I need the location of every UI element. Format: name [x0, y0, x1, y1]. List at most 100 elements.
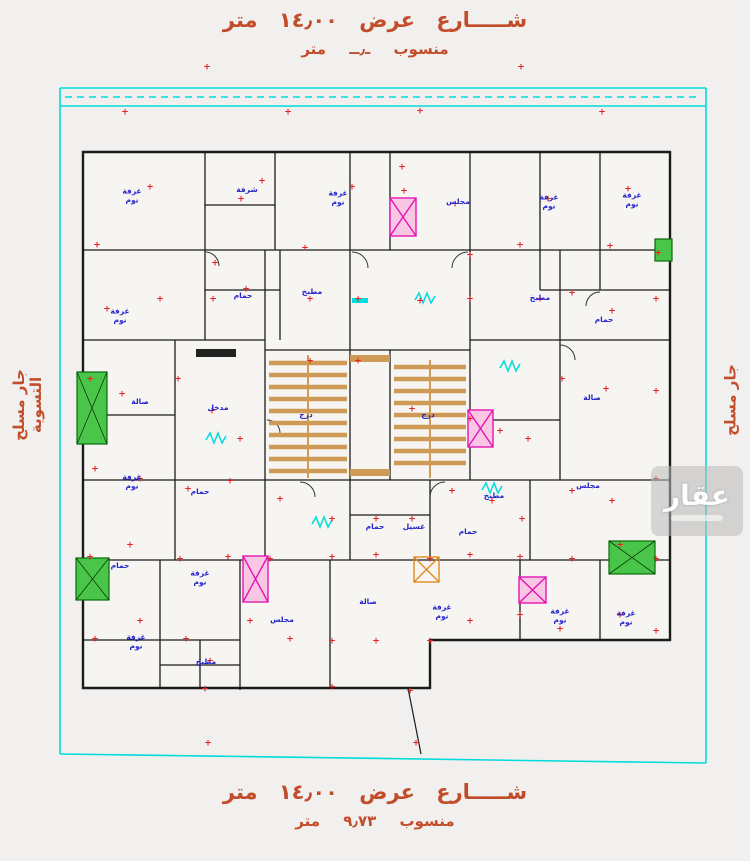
dimension-mark: + — [184, 484, 192, 495]
outer-walls — [81, 150, 672, 690]
dimension-mark: + — [652, 294, 660, 305]
dimension-mark: + — [328, 552, 336, 563]
dimension-mark: + — [201, 684, 209, 695]
dimension-mark: + — [354, 294, 362, 305]
watermark-subline — [671, 515, 723, 521]
dimension-mark: + — [246, 616, 254, 627]
dimension-mark: + — [416, 296, 424, 307]
dimension-mark: + — [328, 514, 336, 525]
dimension-mark: + — [536, 294, 544, 305]
green-unit-hatch — [75, 371, 656, 601]
dimension-mark: + — [136, 474, 144, 485]
dimension-mark: + — [146, 182, 154, 193]
dimension-mark: + — [558, 374, 566, 385]
room-label: مطبخ — [195, 656, 217, 666]
dimension-mark: + — [466, 616, 474, 627]
dimension-mark: + — [426, 554, 434, 565]
dimension-mark: + — [328, 682, 336, 693]
dimension-mark: + — [516, 610, 524, 621]
room-label: مطبخ — [529, 292, 551, 302]
dimension-mark: + — [328, 636, 336, 647]
dimension-mark: + — [301, 243, 309, 254]
dimension-mark: + — [209, 294, 217, 305]
dimension-mark: + — [466, 414, 474, 425]
dimension-mark: + — [398, 162, 406, 173]
dimension-mark: + — [174, 374, 182, 385]
dimension-mark: + — [516, 552, 524, 563]
dimension-mark: + — [518, 514, 526, 525]
dimension-mark: + — [372, 550, 380, 561]
dimension-mark: + — [204, 738, 212, 749]
dimension-mark: + — [568, 288, 576, 299]
dimension-mark: + — [517, 62, 525, 73]
dimension-mark: + — [406, 686, 414, 697]
dimension-mark: + — [426, 636, 434, 647]
neighbor-label-right: جار مسلح — [721, 364, 740, 436]
dimension-mark: + — [211, 258, 219, 269]
dimension-mark: + — [103, 304, 111, 315]
room-label: حمام — [365, 521, 385, 531]
dimension-mark: + — [616, 610, 624, 621]
ramp-line — [407, 687, 422, 755]
dimension-mark: + — [203, 62, 211, 73]
neighbor-label-left-line2: التسوية — [27, 376, 45, 434]
dimension-mark: + — [496, 426, 504, 437]
room-label: مجلس — [576, 480, 600, 490]
dimension-mark: + — [524, 434, 532, 445]
level-label-top: منسوب ـ٫ــ متر — [301, 40, 449, 58]
dimension-mark: + — [416, 106, 424, 117]
dimension-mark: + — [568, 486, 576, 497]
room-label: غسيل — [402, 521, 426, 531]
dimension-mark: + — [182, 634, 190, 645]
dimension-mark: + — [266, 554, 274, 565]
dimension-mark: + — [372, 636, 380, 647]
dimension-mark: + — [372, 514, 380, 525]
dimension-mark: + — [606, 241, 614, 252]
watermark: عقار — [651, 466, 743, 536]
dimension-mark: + — [258, 176, 266, 187]
dimension-mark: + — [598, 107, 606, 118]
room-label: مطبخ — [483, 490, 505, 500]
dimension-mark: + — [556, 624, 564, 635]
room-label: حمام — [458, 526, 478, 536]
dimension-mark: + — [224, 552, 232, 563]
watermark-text: عقار — [664, 479, 730, 512]
dimension-mark: + — [544, 194, 552, 205]
dimension-mark: + — [242, 284, 250, 295]
inner-walls — [83, 152, 670, 690]
dimension-mark: + — [451, 199, 459, 210]
dimension-mark: + — [118, 389, 126, 400]
stair-cores — [269, 355, 466, 478]
dimension-mark: + — [408, 404, 416, 415]
room-label: حمام — [594, 314, 614, 324]
dimension-mark: + — [208, 406, 216, 417]
dimension-mark: + — [354, 356, 362, 367]
dimension-mark: + — [408, 514, 416, 525]
dimension-mark: + — [616, 540, 624, 551]
room-label: حمام — [110, 560, 130, 570]
door-arcs — [204, 251, 601, 498]
room-label: درج — [421, 409, 435, 419]
dimension-mark: + — [654, 248, 662, 259]
room-label: صالة — [359, 596, 377, 606]
room-label: مطبخ — [301, 286, 323, 296]
dimension-mark: + — [466, 250, 474, 261]
dimension-mark: + — [284, 107, 292, 118]
dimension-mark: + — [86, 552, 94, 563]
street-label-bottom: شـــــارع عرض ١٤٫٠٠ متر — [222, 780, 528, 804]
dimension-mark: + — [306, 294, 314, 305]
dimension-mark: + — [126, 540, 134, 551]
room-label: حمام — [190, 486, 210, 496]
dimension-mark: + — [448, 486, 456, 497]
dimension-mark: + — [91, 464, 99, 475]
room-label: مجلس — [446, 196, 470, 206]
level-label-bottom: منسوب ٩٫٧٣ متر — [295, 812, 455, 830]
dimension-mark: + — [466, 294, 474, 305]
dimension-mark: + — [400, 186, 408, 197]
